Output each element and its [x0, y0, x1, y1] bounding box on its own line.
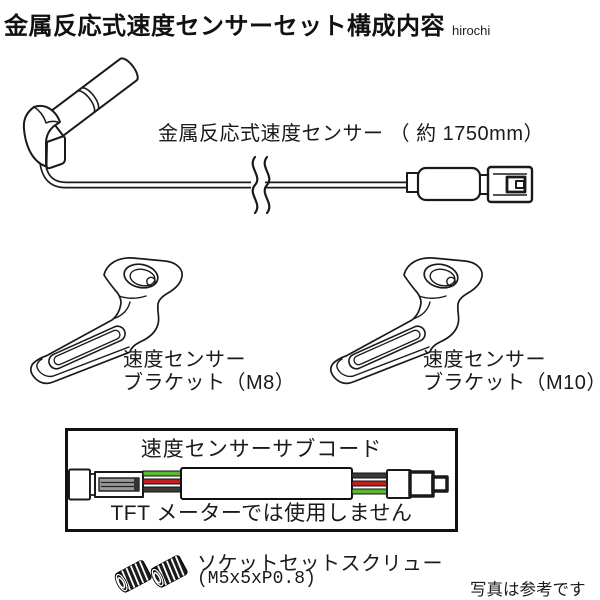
sensor-head: [22, 105, 66, 170]
subcord-title: 速度センサーサブコード: [140, 438, 383, 461]
bracket-m8-label: 速度センサー ブラケット（M8）: [123, 349, 295, 395]
bracket-m10-label-line1: 速度センサー: [423, 349, 546, 371]
sensor-label: 金属反応式速度センサー （ 約 1750mm）: [158, 123, 544, 145]
set-screw-2: [147, 553, 190, 590]
bracket-m8-label-line1: 速度センサー: [123, 349, 246, 371]
watermark-text: hirochi: [452, 23, 491, 38]
subcord-right-wires: [351, 472, 388, 495]
screw-label: ソケットセットスクリュー: [197, 553, 443, 575]
sensor-connector: [406, 165, 534, 204]
bracket-m10-label-line2: ブラケット（M10）: [423, 372, 600, 394]
subcord-left-connector: [68, 468, 144, 501]
cable-break-mark: [251, 155, 271, 215]
page-title: 金属反応式速度センサーセット構成内容: [4, 13, 445, 40]
sensor-cable: [38, 152, 408, 189]
set-screw-1: [111, 558, 154, 595]
subcord-cable-drawing: [68, 467, 449, 501]
set-screws-drawing: [111, 553, 190, 595]
bracket-m8-label-line2: ブラケット（M8）: [123, 372, 296, 394]
footer-note: 写真は参考です: [470, 581, 586, 599]
speed-sensor-drawing: [22, 57, 534, 215]
subcord-note: TFT メーターでは使用しません: [110, 502, 413, 525]
bracket-m10-label: 速度センサー ブラケット（M10）: [423, 349, 600, 395]
subcord-sleeve: [180, 467, 353, 500]
subcord-right-connector: [386, 469, 449, 499]
sensor-barrel: [45, 57, 139, 137]
subcord-box: 速度センサーサブコード: [65, 428, 458, 532]
header: 金属反応式速度センサーセット構成内容 hirochi: [4, 6, 490, 41]
subcord-left-wires: [142, 470, 182, 493]
screw-spec: (M5x5xP0.8): [197, 569, 316, 589]
